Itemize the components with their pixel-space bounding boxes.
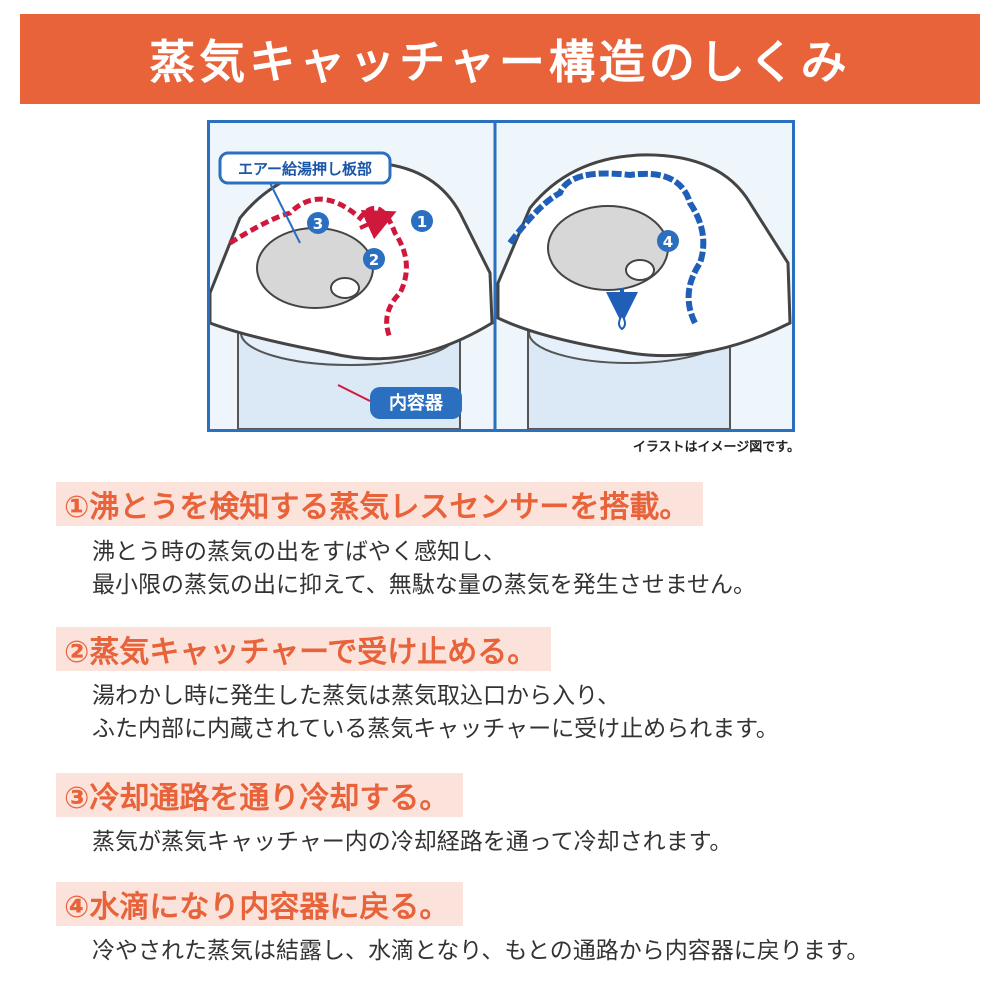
step-2-line-2: ふた内部に内蔵されている蒸気キャッチャーに受け止められます。	[92, 716, 779, 742]
right-panel: 4	[496, 123, 792, 429]
step-4-heading: ④水滴になり内容器に戻る。	[56, 882, 464, 926]
mechanism-illustration: 1 2 3 エアー給湯押し板部 内容器 4	[207, 120, 795, 432]
marker-2: 2	[369, 251, 379, 269]
step-1-body: 沸とう時の蒸気の出をすばやく感知し、 最小限の蒸気の出に抑えて、無駄な量の蒸気を…	[92, 536, 756, 602]
step-3-line-1: 蒸気が蒸気キャッチャー内の冷却経路を通って冷却されます。	[92, 829, 733, 855]
step-4-line-1: 冷やされた蒸気は結露し、水滴となり、もとの通路から内容器に戻ります。	[92, 938, 870, 964]
marker-3: 3	[313, 215, 323, 233]
step-1-heading: ①沸とうを検知する蒸気レスセンサーを搭載。	[56, 482, 704, 526]
step-3-body: 蒸気が蒸気キャッチャー内の冷却経路を通って冷却されます。	[92, 826, 732, 859]
step-1-line-2: 最小限の蒸気の出に抑えて、無駄な量の蒸気を発生させません。	[92, 572, 757, 598]
cool-water-path	[507, 170, 707, 325]
left-panel: 1 2 3 エアー給湯押し板部 内容器	[210, 123, 494, 429]
step-2-heading: ②蒸気キャッチャーで受け止める。	[56, 627, 552, 671]
step-1-line-1: 沸とう時の蒸気の出をすばやく感知し、	[92, 539, 506, 565]
step-2-body: 湯わかし時に発生した蒸気は蒸気取込口から入り、 ふた内部に内蔵されている蒸気キャ…	[92, 680, 779, 746]
page-title: 蒸気キャッチャー構造のしくみ	[20, 14, 980, 104]
label-inner-container: 内容器	[389, 392, 444, 414]
step-4-body: 冷やされた蒸気は結露し、水滴となり、もとの通路から内容器に戻ります。	[92, 935, 869, 968]
step-2-line-1: 湯わかし時に発生した蒸気は蒸気取込口から入り、	[92, 683, 621, 709]
marker-4: 4	[663, 233, 673, 251]
marker-1: 1	[417, 213, 427, 231]
step-3-heading: ③冷却通路を通り冷却する。	[56, 773, 464, 817]
label-air-press: エアー給湯押し板部	[238, 160, 372, 178]
figure-caption: イラストはイメージ図です。	[632, 440, 800, 455]
